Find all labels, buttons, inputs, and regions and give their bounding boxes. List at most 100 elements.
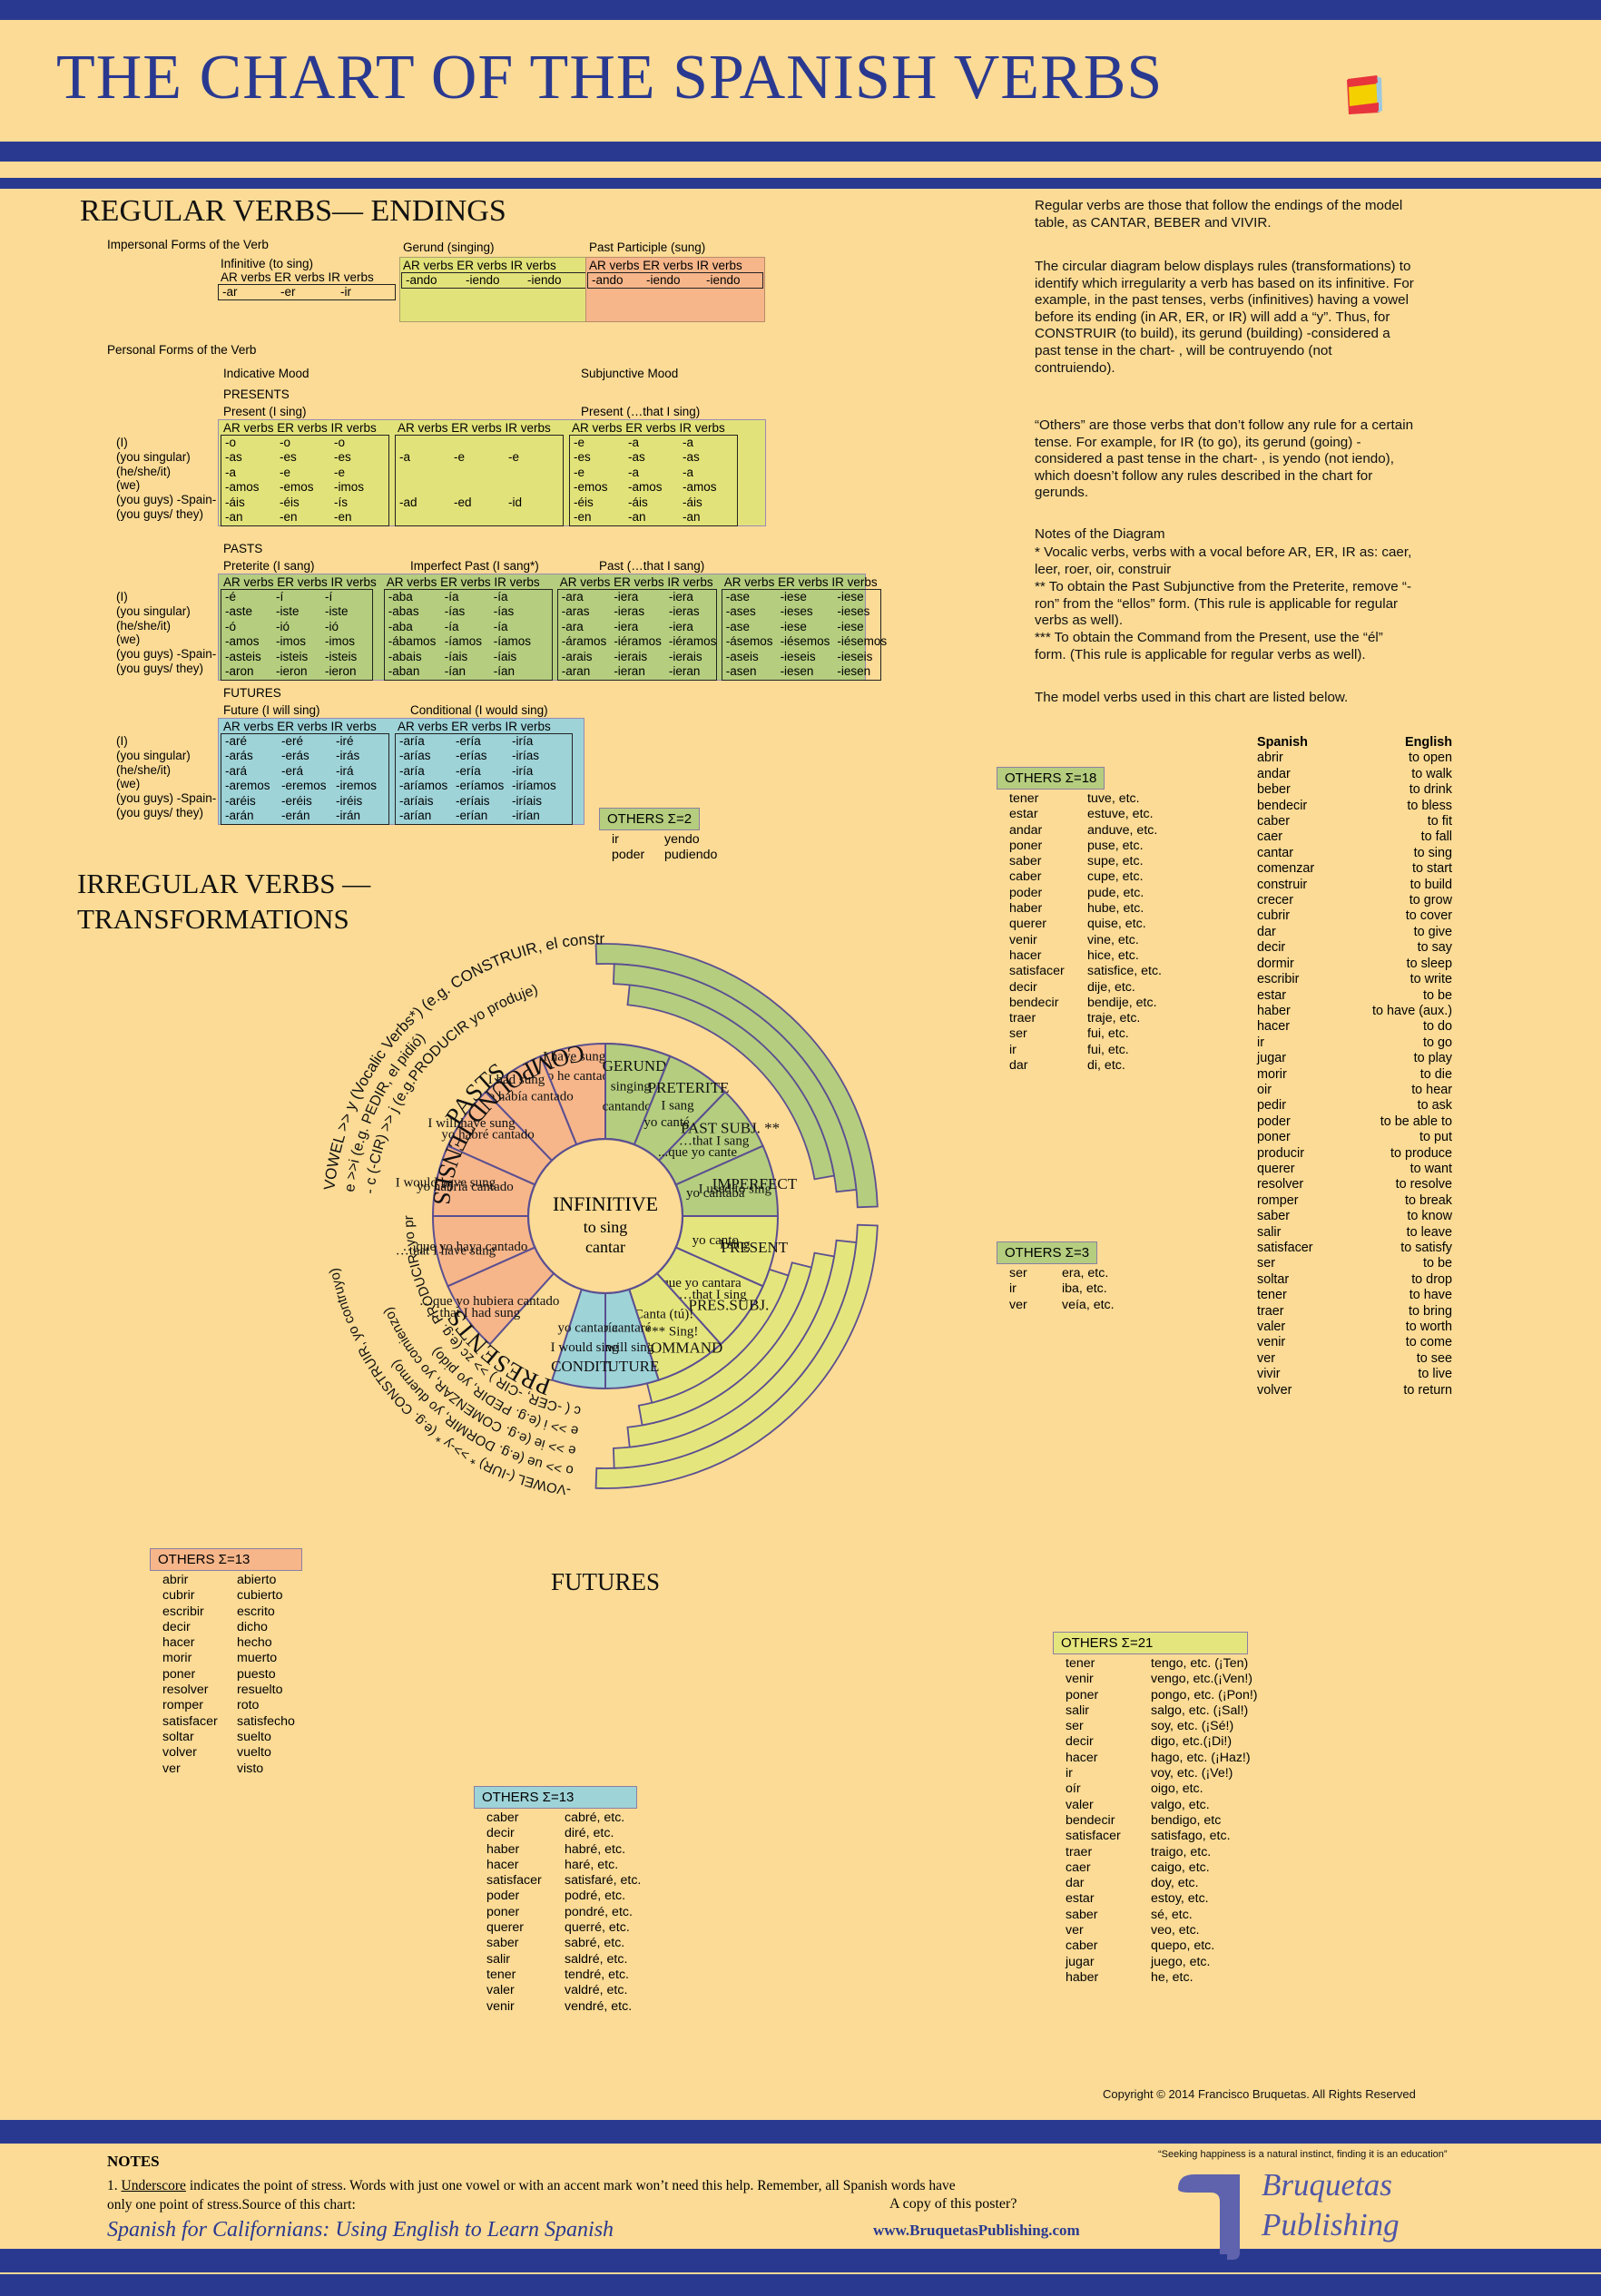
cell: -irá xyxy=(336,763,354,778)
col-english: English xyxy=(1405,735,1452,750)
colheads: AR verbs ER verbs IR verbs xyxy=(223,421,377,435)
cell: -a xyxy=(225,465,237,479)
others-form: soy, etc. (¡Sé!) xyxy=(1151,1719,1234,1734)
verb-english: to say xyxy=(1417,940,1452,956)
persons-column-futures: (I) (you singular) (he/she/it) (we) (you… xyxy=(116,734,216,820)
cell: -a xyxy=(683,436,694,449)
cell: -iesen xyxy=(780,664,814,679)
verb-english: to be xyxy=(1422,987,1452,1003)
others-verb: salir xyxy=(486,1951,511,1967)
others-form: tuve, etc. xyxy=(1087,791,1140,806)
others-verb: bendecir xyxy=(1066,1812,1115,1828)
others-form: pudiendo xyxy=(664,848,718,863)
cell: -imos xyxy=(325,634,355,649)
verb-english: to drink xyxy=(1409,782,1452,798)
spanish-flag-icon xyxy=(1347,75,1382,114)
cell: -ía xyxy=(493,619,508,633)
cell: -ieseis xyxy=(837,649,873,663)
segment-title: PAST SUBJ. ** xyxy=(681,1120,780,1137)
others-verb: ver xyxy=(1009,1297,1027,1312)
others-form: salgo, etc. (¡Sal!) xyxy=(1151,1702,1249,1718)
others-form: habré, etc. xyxy=(565,1841,626,1857)
others-verb: volver xyxy=(162,1745,197,1761)
cell: -iese xyxy=(837,619,864,633)
others-form: fui, etc. xyxy=(1087,1042,1129,1057)
verb-spanish: volver xyxy=(1257,1382,1292,1398)
verb-spanish: salir xyxy=(1257,1224,1282,1240)
imperfect-caption: Imperfect Past (I sang*) xyxy=(410,559,539,573)
verb-english: to come xyxy=(1405,1335,1452,1350)
person: (he/she/it) xyxy=(116,618,172,633)
cell: -aría xyxy=(399,763,425,778)
verb-spanish: producir xyxy=(1257,1145,1304,1161)
cell: -iese xyxy=(780,590,807,603)
others-form: dije, etc. xyxy=(1087,979,1135,995)
others-verb: morir xyxy=(162,1651,192,1666)
verb-spanish: saber xyxy=(1257,1209,1290,1224)
indicative-mood-label: Indicative Mood xyxy=(223,367,309,380)
present-subj-caption: Present (…that I sing) xyxy=(581,405,701,418)
others-form: satisfecho xyxy=(237,1713,295,1729)
intro-paragraph-3: “Others” are those verbs that don’t foll… xyxy=(1035,417,1414,501)
others-imperfect-title: OTHERS Σ=3 xyxy=(997,1241,1098,1264)
cell: -amos xyxy=(628,480,663,495)
others-verb: dar xyxy=(1066,1876,1085,1891)
quadrant-label-futures: FUTURES xyxy=(551,1568,660,1595)
note-number: 1. xyxy=(107,2178,118,2193)
cell: -erías xyxy=(456,749,487,763)
verb-english: to bring xyxy=(1409,1303,1452,1319)
cell: -ería xyxy=(456,763,481,778)
others-form: tendré, etc. xyxy=(565,1967,629,1982)
verb-english: to grow xyxy=(1409,893,1452,908)
cell: -aseis xyxy=(725,649,759,663)
segment-english: …que yo haya cantado xyxy=(403,1240,528,1254)
verb-spanish: poner xyxy=(1257,1130,1291,1145)
others-form: veo, etc. xyxy=(1151,1923,1200,1938)
others-form: anduve, etc. xyxy=(1087,822,1158,838)
others-form: diré, etc. xyxy=(565,1826,614,1841)
segment-english: …that I sang xyxy=(679,1133,750,1148)
others-form: roto xyxy=(237,1698,260,1713)
others-verb: haber xyxy=(1009,901,1043,917)
pasts-panel: AR verbs ER verbs IR verbs -é-í-í -aste-… xyxy=(218,574,887,681)
cell: -éis xyxy=(574,495,594,509)
cell: -iese xyxy=(837,590,864,603)
personal-forms-label: Personal Forms of the Verb xyxy=(107,343,257,357)
others-verb: decir xyxy=(162,1619,191,1634)
verb-english: to worth xyxy=(1405,1320,1452,1335)
cell: -iésemos xyxy=(837,634,888,649)
verb-english: to live xyxy=(1418,1367,1452,1382)
colheads: AR verbs ER verbs IR verbs xyxy=(398,421,551,435)
cell: -iendo xyxy=(527,273,562,287)
segment-spanish: I would have sung xyxy=(396,1176,496,1191)
others-participle-title: OTHERS Σ=13 xyxy=(150,1548,302,1571)
cell: -isteis xyxy=(325,649,358,663)
center-infinitive-label: INFINITIVE xyxy=(553,1192,658,1215)
publisher-url[interactable]: www.BruquetasPublishing.com xyxy=(873,2222,1080,2239)
cell: -eríamos xyxy=(456,779,505,793)
bottom-band xyxy=(0,2274,1601,2296)
verb-english: to play xyxy=(1413,1051,1452,1066)
poster-copy-question: A copy of this poster? xyxy=(889,2196,1017,2212)
verb-english: to die xyxy=(1419,1066,1452,1082)
cell: -ís xyxy=(334,495,348,509)
segment-spanish: yo canto xyxy=(692,1233,739,1248)
verb-spanish: andar xyxy=(1257,766,1291,781)
segment-english: yo había cantado xyxy=(481,1089,574,1104)
segment-spanish: ...que yo cantara xyxy=(652,1276,742,1290)
